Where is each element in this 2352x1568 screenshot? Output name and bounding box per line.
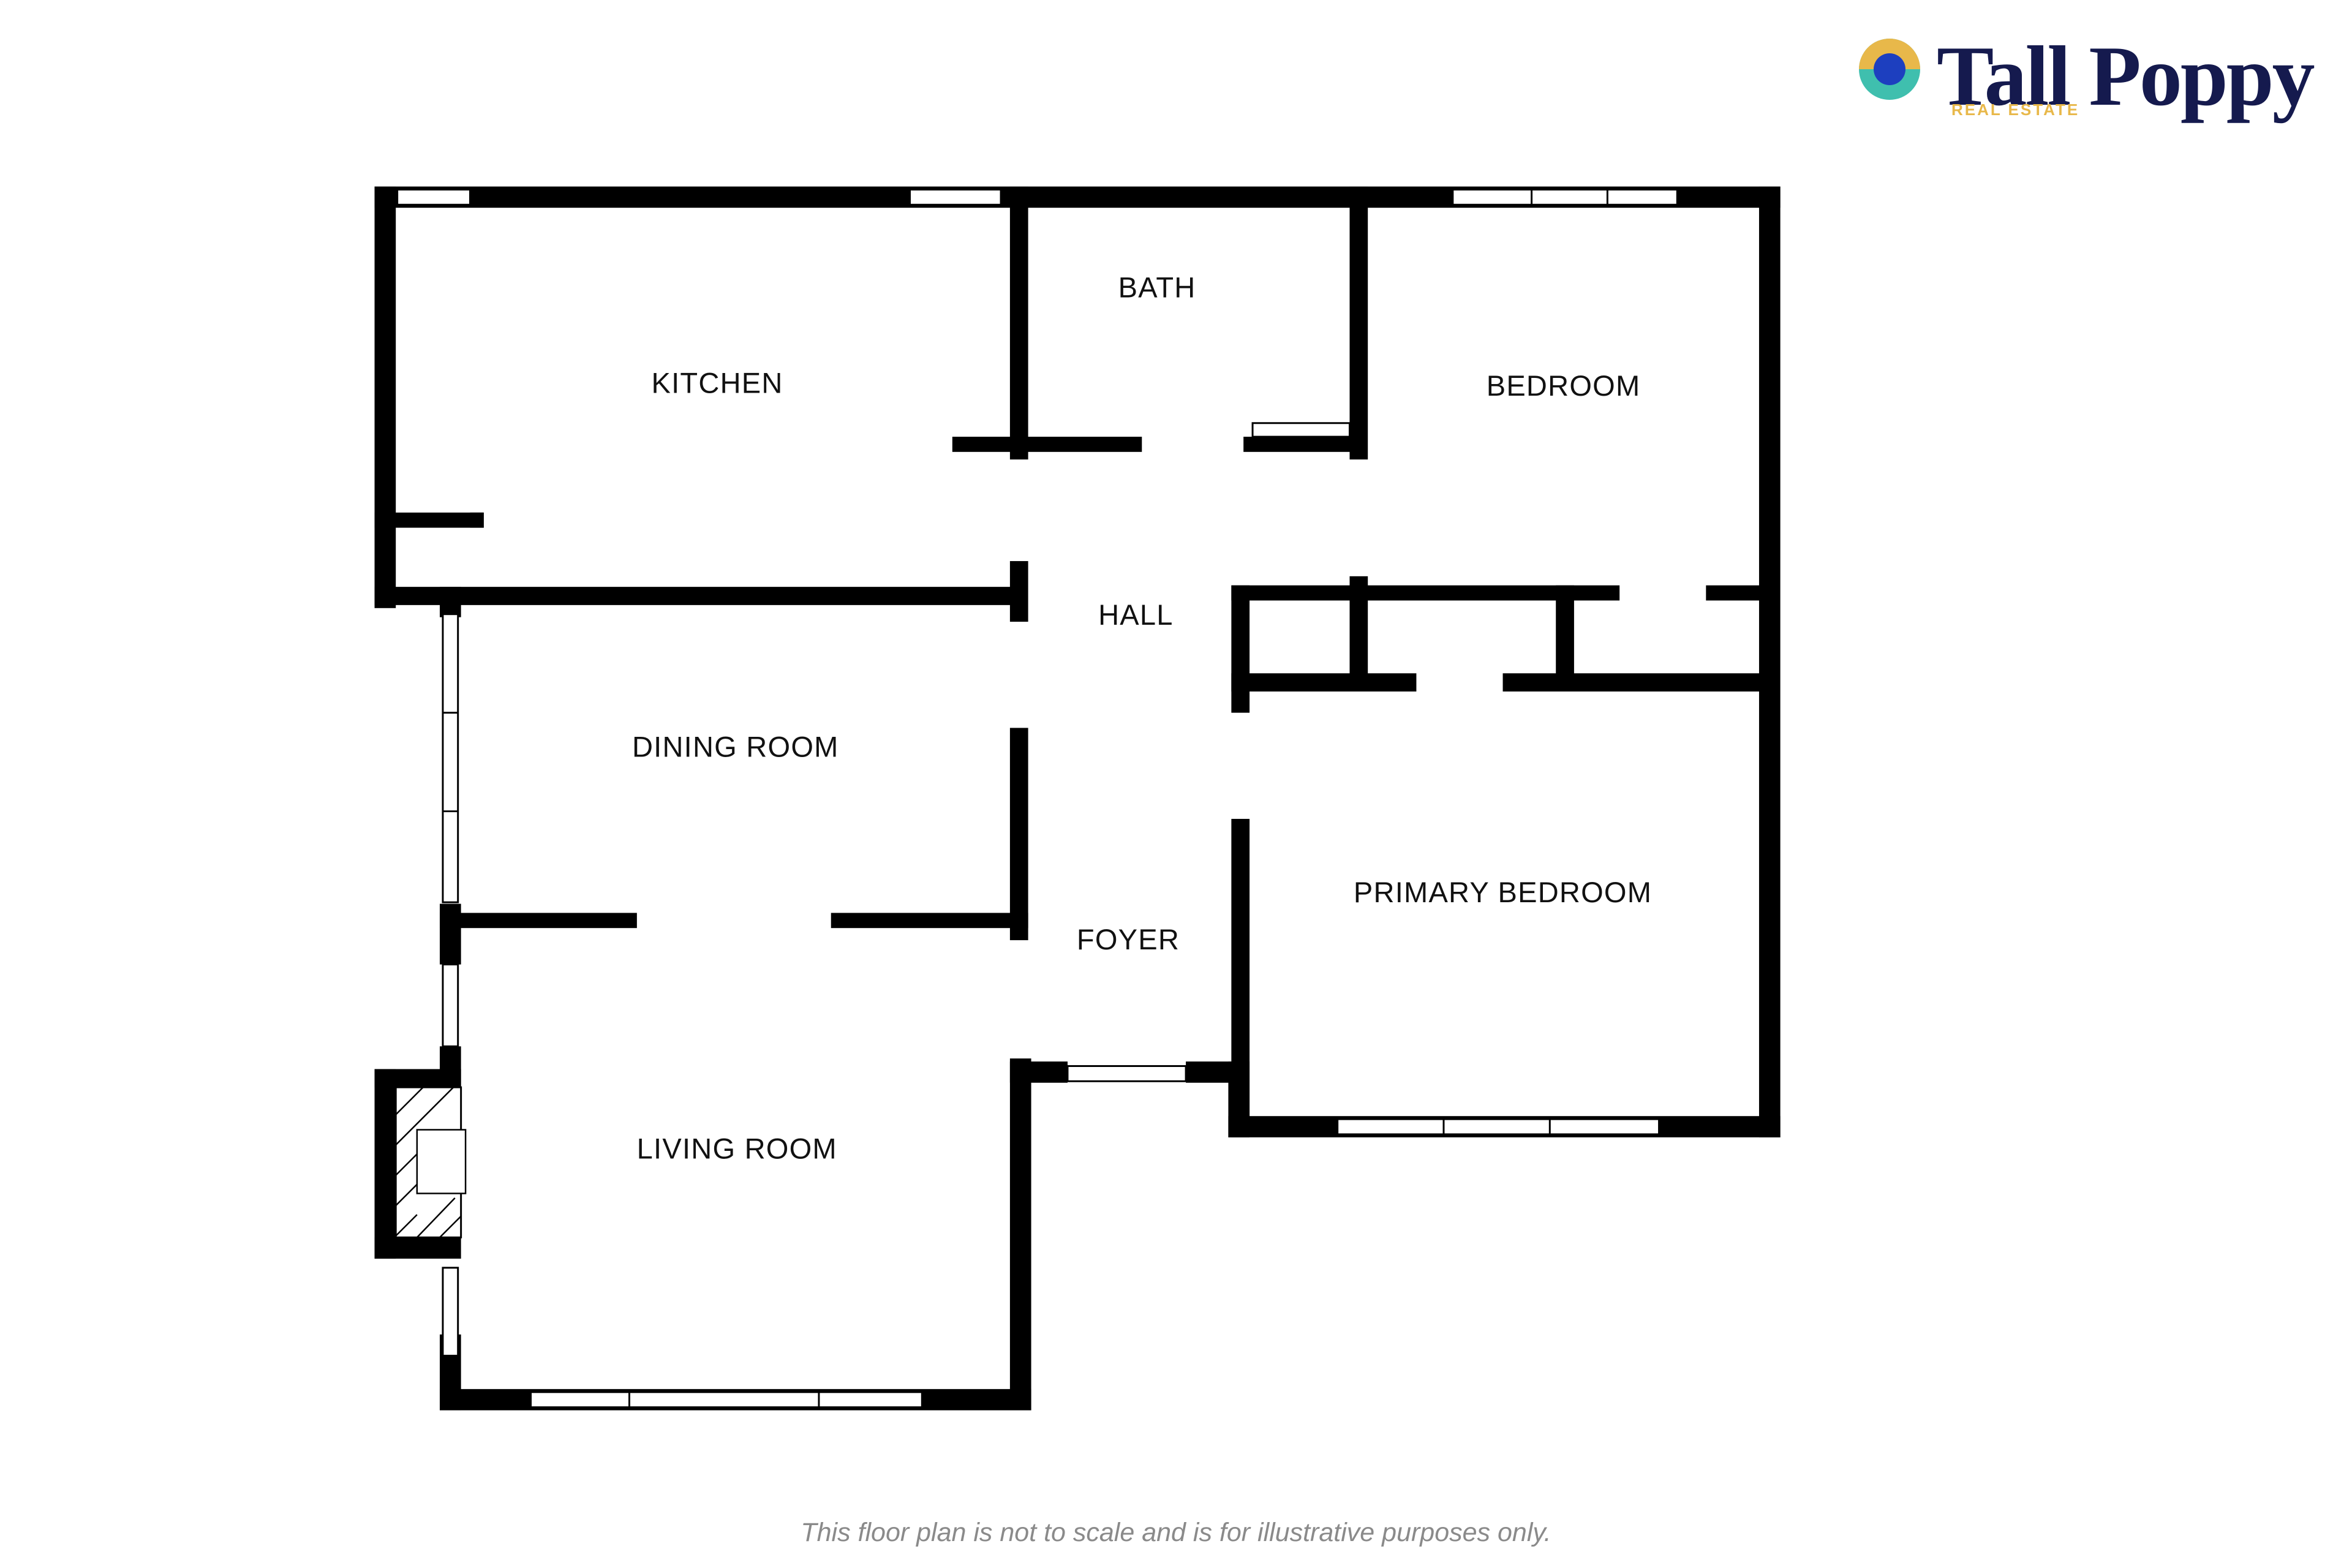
poppy-logo-icon (1859, 39, 1920, 100)
brand-name: Tall Poppy (1937, 29, 2315, 124)
room-label-bath: BATH (1118, 271, 1196, 303)
room-labels: KITCHEN BATH BEDROOM HALL DINING ROOM FO… (632, 271, 1652, 1165)
brand-logo: Tall Poppy REAL ESTATE (1856, 24, 2334, 129)
walls (374, 186, 1781, 1411)
windows (396, 188, 1678, 1409)
room-label-kitchen: KITCHEN (652, 366, 783, 399)
room-label-living-room: LIVING ROOM (637, 1133, 837, 1165)
room-label-dining-room: DINING ROOM (632, 730, 839, 763)
brand-tagline: REAL ESTATE (1951, 100, 2080, 119)
disclaimer-text: This floor plan is not to scale and is f… (801, 1518, 1551, 1547)
room-label-hall: HALL (1098, 598, 1174, 631)
room-label-primary-bedroom: PRIMARY BEDROOM (1354, 876, 1652, 908)
room-label-foyer: FOYER (1077, 923, 1180, 956)
room-label-bedroom: BEDROOM (1487, 369, 1641, 402)
fireplace (394, 1086, 467, 1238)
